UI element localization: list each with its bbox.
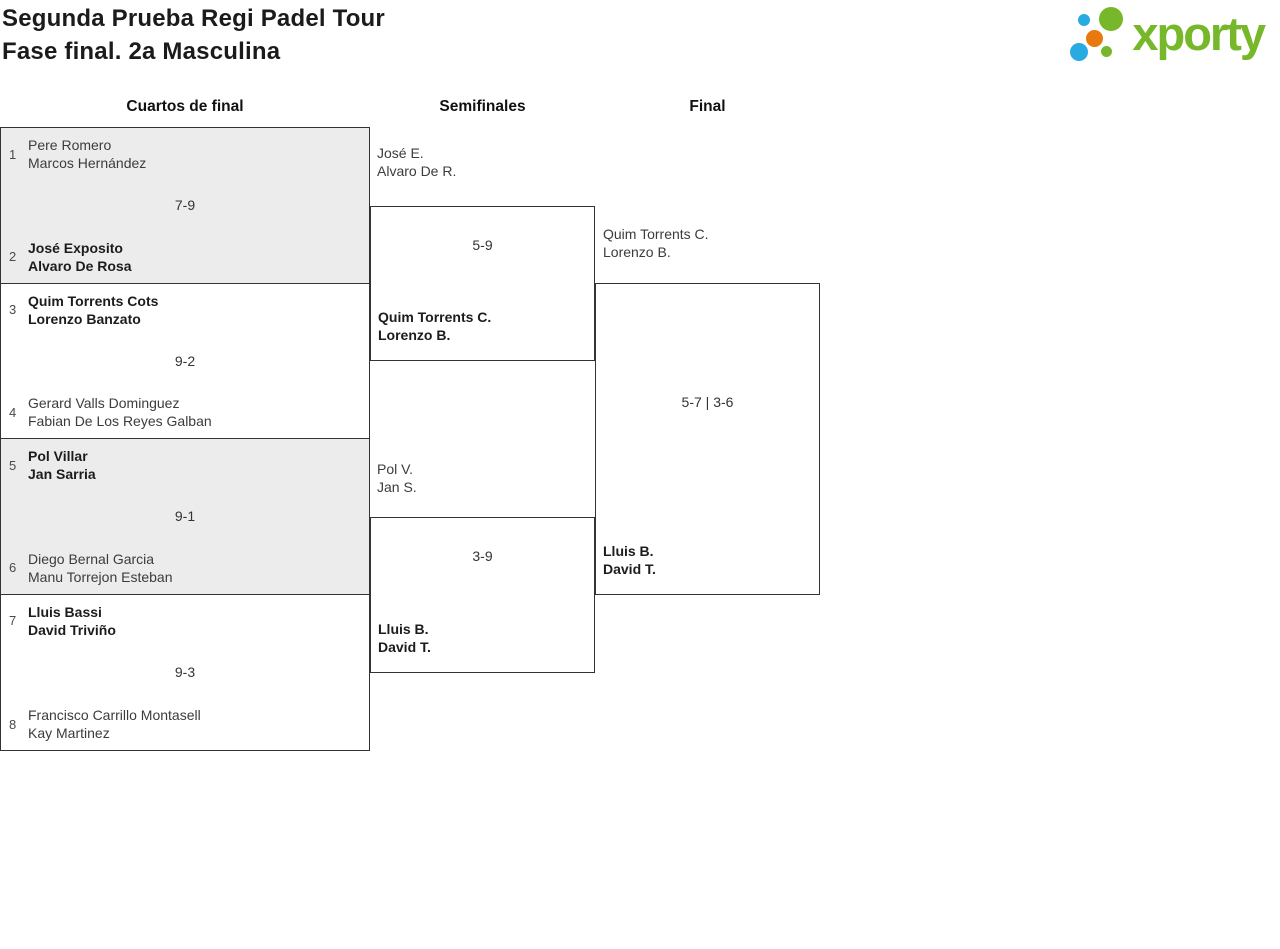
- match-score: 3-9: [472, 548, 493, 564]
- player-name: Pol V.: [377, 461, 414, 477]
- player-name: Alvaro De R.: [377, 163, 457, 179]
- sf2-top-team: Pol V. Jan S.: [377, 460, 417, 496]
- team-row: 6 Diego Bernal Garcia Manu Torrejon Este…: [1, 550, 173, 586]
- round-header-final: Final: [689, 98, 726, 115]
- sf1-top-team: José E. Alvaro De R.: [377, 144, 456, 180]
- player-name: Lorenzo B.: [603, 244, 671, 260]
- sf-match-2: 3-9 Lluis B. David T.: [370, 517, 595, 673]
- match-score: 9-3: [174, 664, 196, 681]
- match-score: 7-9: [174, 197, 196, 214]
- player-name: Francisco Carrillo Montasell: [28, 707, 201, 723]
- logo-dot: [1086, 30, 1104, 47]
- seed-number: 3: [9, 302, 17, 317]
- logo-dot: [1070, 43, 1089, 61]
- player-name: Alvaro De Rosa: [28, 257, 132, 274]
- qf-match-4: 7 Lluis Bassi David Triviño 9-3 8 Franci…: [1, 595, 369, 751]
- qf-match-1: 1 Pere Romero Marcos Hernández 7-9 2 Jos…: [1, 128, 369, 284]
- logo-dot: [1078, 14, 1091, 26]
- match-score: 5-9: [472, 237, 493, 253]
- match-score: 9-2: [174, 352, 196, 369]
- page-title: Segunda Prueba Regi Padel Tour Fase fina…: [2, 2, 385, 68]
- team-row: 7 Lluis Bassi David Triviño: [1, 595, 369, 639]
- player-name: David T.: [603, 561, 656, 577]
- sf-match-1: 5-9 Quim Torrents C. Lorenzo B.: [370, 206, 595, 361]
- team-name-winner: José Exposito Alvaro De Rosa: [28, 239, 131, 275]
- seed-number: 2: [9, 249, 17, 264]
- player-name: Pere Romero: [28, 137, 112, 153]
- player-name: Lluis B.: [378, 621, 429, 637]
- player-name: Pol Villar: [28, 448, 88, 464]
- seed-number: 1: [9, 146, 17, 162]
- qf-match-3: 5 Pol Villar Jan Sarria 9-1 6 Diego Bern…: [1, 439, 369, 595]
- player-name: Quim Torrents C.: [603, 226, 709, 242]
- player-name: Manu Torrejon Esteban: [28, 568, 173, 585]
- seed-number: 7: [9, 613, 17, 628]
- tournament-name: Segunda Prueba Regi Padel Tour: [2, 5, 385, 32]
- team-row: 3 Quim Torrents Cots Lorenzo Banzato: [1, 284, 369, 328]
- player-name: Lorenzo Banzato: [28, 310, 141, 327]
- final-match: 5-7 | 3-6 Lluis B. David T.: [595, 283, 820, 595]
- team-name: Francisco Carrillo Montasell Kay Martine…: [28, 706, 201, 742]
- qf-match-2: 3 Quim Torrents Cots Lorenzo Banzato 9-2…: [1, 284, 369, 439]
- player-name: Lluis Bassi: [28, 603, 102, 620]
- phase-name: Fase final. 2a Masculina: [2, 38, 281, 65]
- team-name-winner: Lluis Bassi David Triviño: [28, 603, 116, 639]
- logo-dot: [1099, 7, 1124, 31]
- player-name: Lorenzo B.: [378, 327, 451, 343]
- player-name: Marcos Hernández: [28, 155, 147, 171]
- team-name-winner: Lluis B. David T.: [378, 620, 431, 656]
- team-name: Pere Romero Marcos Hernández: [28, 136, 146, 172]
- quarterfinals-column: 1 Pere Romero Marcos Hernández 7-9 2 Jos…: [0, 127, 370, 751]
- player-name: David T.: [378, 639, 431, 655]
- xporty-logo-dots-icon: [1066, 6, 1126, 66]
- player-name: Gerard Valls Dominguez: [28, 395, 180, 411]
- team-row: 2 José Exposito Alvaro De Rosa: [1, 239, 131, 275]
- team-row: 1 Pere Romero Marcos Hernández: [1, 128, 369, 172]
- team-row: 8 Francisco Carrillo Montasell Kay Marti…: [1, 706, 201, 742]
- match-score: 5-7 | 3-6: [681, 394, 734, 410]
- team-name: Gerard Valls Dominguez Fabian De Los Rey…: [28, 394, 212, 430]
- xporty-logo-text: xporty: [1132, 6, 1266, 60]
- seed-number: 8: [9, 716, 17, 732]
- team-name-winner: Quim Torrents Cots Lorenzo Banzato: [28, 292, 158, 328]
- player-name: Fabian De Los Reyes Galban: [28, 413, 212, 429]
- player-name: Quim Torrents Cots: [28, 292, 159, 309]
- final-top-team: Quim Torrents C. Lorenzo B.: [603, 225, 709, 261]
- logo-dot: [1101, 46, 1113, 57]
- seed-number: 5: [9, 457, 17, 473]
- team-name-winner: Pol Villar Jan Sarria: [28, 447, 96, 483]
- player-name: Jan Sarria: [28, 466, 96, 482]
- player-name: Quim Torrents C.: [378, 309, 492, 325]
- player-name: Jan S.: [377, 479, 417, 495]
- round-header-semifinals: Semifinales: [439, 98, 526, 115]
- team-row: 4 Gerard Valls Dominguez Fabian De Los R…: [1, 394, 212, 430]
- player-name: Kay Martinez: [28, 725, 110, 741]
- match-score: 9-1: [174, 508, 196, 525]
- xporty-logo[interactable]: xporty: [1066, 6, 1266, 66]
- round-header-quarterfinals: Cuartos de final: [126, 98, 244, 115]
- seed-number: 4: [9, 404, 17, 420]
- player-name: Diego Bernal Garcia: [28, 550, 155, 567]
- player-name: Lluis B.: [603, 543, 654, 559]
- player-name: David Triviño: [28, 621, 116, 638]
- seed-number: 6: [9, 560, 17, 575]
- player-name: José E.: [377, 145, 424, 161]
- team-row: 5 Pol Villar Jan Sarria: [1, 439, 369, 483]
- team-name-winner: Lluis B. David T.: [603, 542, 656, 578]
- team-name: Diego Bernal Garcia Manu Torrejon Esteba…: [28, 550, 173, 586]
- player-name: José Exposito: [28, 239, 123, 256]
- team-name-winner: Quim Torrents C. Lorenzo B.: [378, 308, 491, 344]
